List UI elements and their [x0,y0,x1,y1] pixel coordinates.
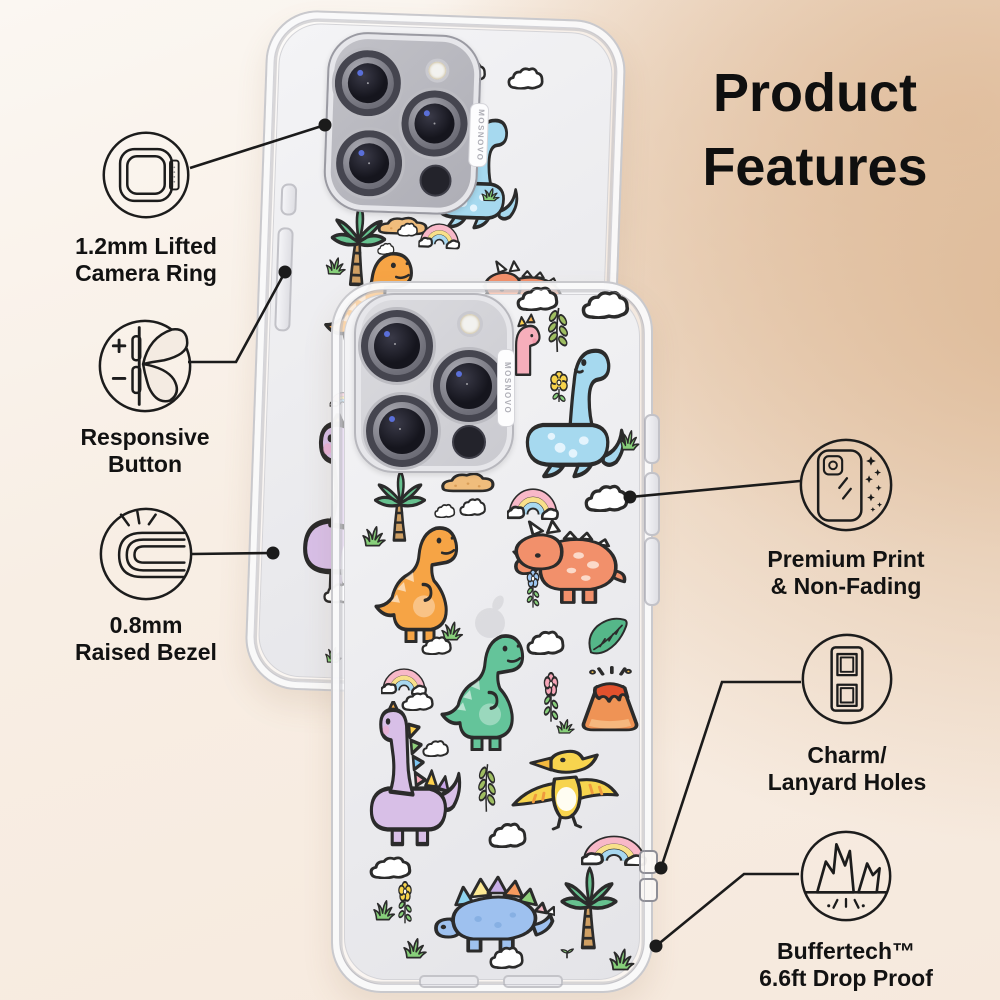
phone-case-front: MOSNOVO [331,281,660,993]
feature-raised-bezel: 0.8mm Raised Bezel [36,506,256,666]
feature-label-line: 6.6ft Drop Proof [759,965,933,991]
feature-label: Buffertech™ 6.6ft Drop Proof [736,938,956,992]
feature-label: Charm/ Lanyard Holes [737,742,957,796]
feature-drop-proof: Buffertech™ 6.6ft Drop Proof [736,828,956,992]
camera-flash [424,58,450,84]
camera-flash [457,311,483,337]
page-title: Product Features [650,56,980,204]
feature-label-line: Responsive [80,424,210,450]
responsive-button-icon [98,319,192,413]
camera-ring-icon [102,131,190,219]
motif-cloud [369,856,412,879]
motif-cloud [581,290,629,319]
motif-grass [609,948,635,971]
feature-label-line: Premium Print [767,546,925,572]
camera-lens [397,86,472,161]
motif-sprig [476,762,498,814]
dino-pattern-front [335,285,649,989]
side-button [644,472,660,536]
motif-sprig [546,306,570,354]
lidar-sensor [418,164,453,198]
motif-flower [549,371,569,404]
camera-module-back [322,30,483,217]
feature-responsive-button: Responsive Button [35,318,255,478]
motif-cloud [434,503,456,518]
feature-label: 1.2mm Lifted Camera Ring [36,233,256,287]
motif-sprout [560,948,575,959]
feature-label: Premium Print & Non-Fading [736,546,956,600]
motif-pterodactyl [511,749,619,831]
lidar-sensor [452,425,486,459]
feature-label-line: & Non-Fading [770,573,922,599]
motif-stegosaurus [434,875,555,953]
feature-charm-lanyard-holes: Charm/ Lanyard Holes [737,631,957,796]
brand-tab: MOSNOVO [497,349,515,427]
feature-premium-print: Premium Print & Non-Fading [736,437,956,600]
page-title-line2: Features [702,137,928,197]
motif-palm-tree [373,469,427,542]
motif-grass [403,938,427,959]
feature-label-line: Buffertech™ [776,938,915,964]
brand-tab: MOSNOVO [468,102,490,168]
motif-island [441,472,495,493]
motif-cloud [422,740,449,757]
motif-cloud [488,822,527,848]
camera-lens [363,392,441,470]
camera-lens [330,45,406,121]
motif-grass [441,621,464,641]
motif-rainbow [507,493,557,519]
motif-flower [397,881,413,925]
feature-label-line: Lanyard Holes [767,769,927,795]
motif-long-neck-dino [527,351,623,476]
side-button [280,183,298,216]
page-title-line1: Product [712,63,917,123]
motif-cloud [516,286,559,311]
motif-leaf [588,617,628,655]
speaker-slot [419,975,479,988]
motif-brontosaurus [371,701,459,844]
motif-cloud [489,946,524,969]
feature-camera-ring: 1.2mm Lifted Camera Ring [36,127,256,287]
motif-t-rex [374,526,459,643]
motif-rainbow [582,840,646,865]
camera-lens [331,126,407,201]
lanyard-hole [639,878,658,902]
impact-icon [800,830,892,922]
charm-lanyard-holes-icon [801,633,893,725]
feature-label-line: Camera Ring [75,260,217,286]
motif-grass [362,526,386,547]
apple-logo [475,595,505,638]
feature-label-line: Raised Bezel [75,639,217,665]
feature-label-line: Charm/ [807,742,887,768]
side-button [644,414,660,464]
motif-grass [373,900,396,921]
lanyard-hole [639,850,658,874]
motif-palm-tree [559,866,619,950]
feature-label-line: Button [107,451,183,477]
speaker-slot [503,975,563,988]
motif-cloud [401,692,434,711]
raised-bezel-icon [99,507,193,601]
dino-pattern-front-art [362,286,649,971]
feature-label-line: 1.2mm Lifted [75,233,217,259]
motif-cloud [459,498,486,516]
motif-cloud [526,630,565,655]
motif-rainbow [381,673,425,695]
motif-cloud [584,484,629,512]
motif-flower [542,672,560,724]
side-button [644,537,660,606]
motif-cloud [507,66,544,91]
feature-label-line: 0.8mm [109,612,183,638]
camera-lens [358,307,436,385]
motif-grass [556,718,575,734]
camera-module-front [354,293,514,473]
feature-label: 0.8mm Raised Bezel [36,612,256,666]
motif-baby-dino [514,313,541,376]
premium-print-icon [799,438,893,532]
motif-grass [325,256,347,276]
motif-flower [525,569,541,609]
feature-label: Responsive Button [35,424,255,478]
motif-volcano [581,666,639,732]
motif-t-rex [440,634,525,751]
